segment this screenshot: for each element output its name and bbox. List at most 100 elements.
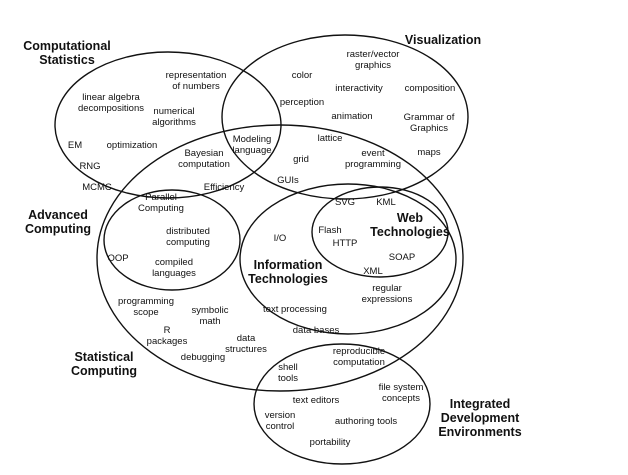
perception-label: perception [280, 97, 324, 108]
oop-line-1: OOP [107, 253, 128, 264]
web-technologies-line-1: Web [397, 211, 424, 225]
r-packages-line-2: packages [147, 336, 188, 347]
modeling-language-line-1: Modeling [233, 134, 272, 145]
composition-label: composition [405, 83, 456, 94]
rng-line-1: RNG [79, 161, 100, 172]
rng-label: RNG [79, 161, 100, 172]
information-technologies-line-2: Technologies [248, 272, 328, 286]
web-technologies-ellipse [311, 186, 449, 278]
em-line-1: EM [68, 140, 82, 151]
text-processing-line-1: text processing [263, 304, 327, 315]
statistical-computing-line-1: Statistical [74, 350, 133, 364]
soap-line-1: SOAP [389, 252, 415, 263]
reproducible-computation-line-2: computation [333, 357, 385, 368]
regular-expressions-line-2: expressions [362, 294, 413, 305]
kml-label: KML [376, 197, 396, 208]
mcmc-label: MCMC [82, 182, 112, 193]
event-programming-line-2: programming [345, 159, 401, 170]
bayesian-computation-line-2: computation [178, 159, 230, 170]
file-system-concepts-line-2: concepts [382, 393, 420, 404]
numerical-algorithms-line-2: algorithms [152, 117, 196, 128]
programming-scope-line-1: programming [118, 296, 174, 307]
perception-line-1: perception [280, 97, 324, 108]
optimization-label: optimization [107, 140, 158, 151]
computational-statistics-line-2: Statistics [39, 53, 95, 67]
color-label: color [292, 70, 313, 81]
authoring-tools-label: authoring tools [335, 416, 398, 427]
file-system-concepts-line-1: file system [379, 382, 424, 393]
xml-label: XML [363, 266, 383, 277]
modeling-language-line-2: language [232, 145, 271, 156]
distributed-computing-line-2: computing [166, 237, 210, 248]
visualization-ellipse [221, 34, 469, 200]
color-line-1: color [292, 70, 313, 81]
io-line-1: I/O [274, 233, 287, 244]
text-processing-label: text processing [263, 304, 327, 315]
version-control-line-1: version [265, 410, 296, 421]
optimization-line-1: optimization [107, 140, 158, 151]
kml-line-1: KML [376, 197, 396, 208]
text-editors-label: text editors [293, 395, 340, 406]
raster-vector-graphics-line-1: raster/vector [347, 49, 400, 60]
computational-statistics-line-1: Computational [23, 39, 111, 53]
information-technologies-ellipse [239, 183, 457, 335]
shell-tools-line-1: shell [278, 362, 298, 373]
oop-label: OOP [107, 253, 128, 264]
http-line-1: HTTP [333, 238, 358, 249]
r-packages-line-1: R [164, 325, 171, 336]
linear-algebra-decompositions-line-1: linear algebra [82, 92, 140, 103]
authoring-tools-line-1: authoring tools [335, 416, 398, 427]
portability-line-1: portability [310, 437, 351, 448]
compiled-languages-line-1: compiled [155, 257, 193, 268]
reproducible-computation-line-1: reproducible [333, 346, 385, 357]
symbolic-math-line-1: symbolic [192, 305, 229, 316]
lattice-line-1: lattice [318, 133, 343, 144]
event-programming-line-1: event [361, 148, 385, 159]
integrated-development-environments-line-2: Development [441, 411, 520, 425]
visualization-line-1: Visualization [405, 33, 481, 47]
programming-scope-line-2: scope [133, 307, 158, 318]
statistical-computing-ellipse [96, 124, 464, 392]
distributed-computing-line-1: distributed [166, 226, 210, 237]
numerical-algorithms-line-1: numerical [153, 106, 194, 117]
information-technologies-line-1: Information [254, 258, 323, 272]
integrated-development-environments-ellipse [253, 343, 431, 465]
symbolic-math-line-2: math [199, 316, 220, 327]
grammar-of-graphics-line-2: Graphics [410, 123, 448, 134]
guis-line-1: GUIs [277, 175, 299, 186]
parallel-computing-line-1: Parallel [145, 192, 177, 203]
guis-label: GUIs [277, 175, 299, 186]
advanced-computing-line-1: Advanced [28, 208, 88, 222]
representation-of-numbers-line-1: representation [166, 70, 227, 81]
representation-of-numbers-line-2: of numbers [172, 81, 220, 92]
text-editors-line-1: text editors [293, 395, 340, 406]
animation-line-1: animation [331, 111, 372, 122]
grammar-of-graphics-line-1: Grammar of [404, 112, 455, 123]
advanced-computing-line-2: Computing [25, 222, 91, 236]
integrated-development-environments-line-3: Environments [438, 425, 521, 439]
